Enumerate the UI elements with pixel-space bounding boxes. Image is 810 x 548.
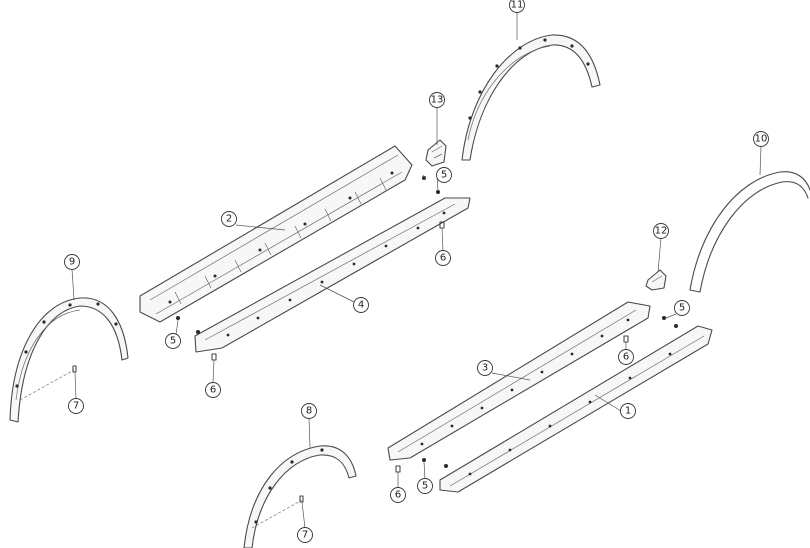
callout-5a-label: 5 — [441, 170, 447, 181]
callout-5a: 5 — [436, 167, 452, 183]
callout-13-label: 13 — [431, 95, 444, 106]
callout-12-label: 12 — [655, 226, 668, 237]
part-3-mounting-rail — [387, 301, 651, 461]
callout-4: 4 — [353, 297, 369, 313]
callout-6b-label: 6 — [210, 385, 216, 396]
part-9-wheel-arch-moulding — [9, 297, 129, 423]
part-10-wheel-arch-moulding — [689, 171, 810, 293]
part-2-side-sill-cover — [139, 145, 413, 323]
callout-2: 2 — [221, 211, 237, 227]
callout-6b: 6 — [205, 382, 221, 398]
callout-8: 8 — [301, 403, 317, 419]
clip-7-left — [72, 365, 77, 373]
part-4-mounting-rail — [194, 197, 471, 353]
callout-6c-label: 6 — [623, 352, 629, 363]
clip-5-dots — [176, 176, 678, 468]
callout-6a-label: 6 — [440, 253, 446, 264]
clip-7-dashed-line-left — [19, 369, 75, 401]
callout-7a-label: 7 — [73, 401, 79, 412]
callout-5b-label: 5 — [170, 336, 176, 347]
callout-9: 9 — [64, 254, 80, 270]
callout-6d-label: 6 — [395, 490, 401, 501]
part-13-bracket — [425, 139, 447, 167]
callout-13: 13 — [429, 92, 445, 108]
callout-5d-label: 5 — [422, 481, 428, 492]
part-12-bracket — [645, 269, 667, 291]
callout-4-label: 4 — [358, 300, 364, 311]
part-11-wheel-arch-moulding — [461, 34, 601, 161]
callout-2-label: 2 — [226, 214, 232, 225]
callout-6a: 6 — [435, 250, 451, 266]
callout-5c-label: 5 — [679, 303, 685, 314]
part-8-wheel-arch-moulding — [243, 445, 357, 548]
callout-12: 12 — [653, 223, 669, 239]
callout-9-label: 9 — [69, 257, 75, 268]
callout-7b-label: 7 — [302, 530, 308, 541]
callout-11-label: 11 — [511, 0, 524, 11]
callout-1: 1 — [620, 403, 636, 419]
clip-7-bottom — [299, 495, 304, 503]
callout-3-label: 3 — [482, 363, 488, 374]
clip-7-dashed-line-bottom — [251, 499, 303, 529]
callout-8-label: 8 — [306, 406, 312, 417]
callout-7a: 7 — [68, 398, 84, 414]
callout-5d: 5 — [417, 478, 433, 494]
callout-10: 10 — [753, 131, 769, 147]
callout-7b: 7 — [297, 527, 313, 543]
clip-6-fasteners — [211, 221, 629, 473]
callout-5c: 5 — [674, 300, 690, 316]
callout-5b: 5 — [165, 333, 181, 349]
callout-11: 11 — [509, 0, 525, 13]
callout-10-label: 10 — [755, 134, 768, 145]
callout-1-label: 1 — [625, 406, 631, 417]
leader-lines — [71, 11, 762, 529]
callout-6d: 6 — [390, 487, 406, 503]
part-1-side-sill-moulding — [439, 325, 713, 493]
callout-3: 3 — [477, 360, 493, 376]
callout-6c: 6 — [618, 349, 634, 365]
